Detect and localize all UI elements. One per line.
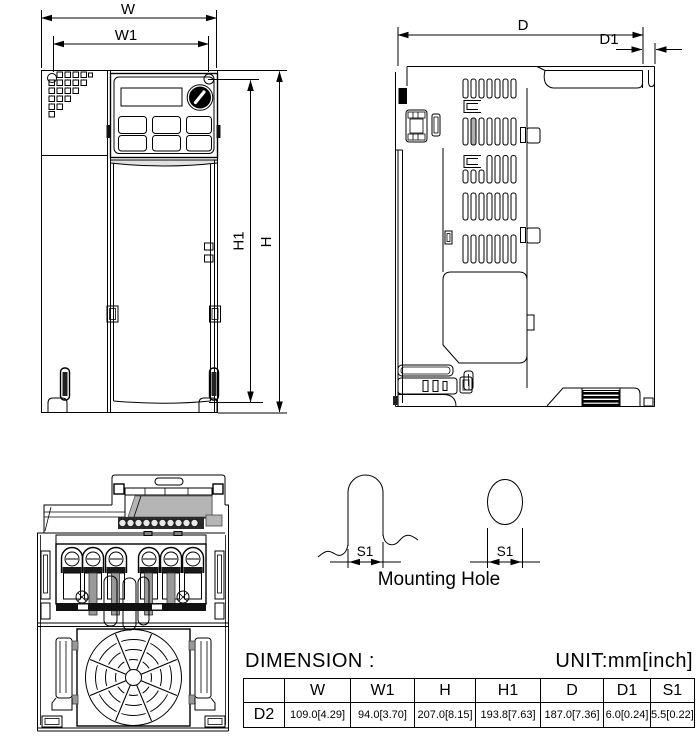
col-header-h: H — [414, 678, 476, 703]
d1-label: D1 — [599, 31, 618, 48]
door-panel — [106, 159, 221, 413]
dimension-table: W W1 H H1 D D1 S1 D2 109.0[4.29] 94.0[3.… — [243, 678, 695, 728]
w-dimension: W — [41, 1, 217, 68]
h1-dimension: H1 — [208, 79, 263, 403]
h-label: H — [258, 237, 275, 248]
col-header-w1: W1 — [350, 678, 415, 703]
s1-label-slot: S1 — [357, 544, 374, 559]
keypad-clip-right — [216, 125, 221, 138]
keypad-knob — [186, 84, 214, 111]
cell-s1: 5.5[0.22] — [650, 702, 695, 728]
fan-clip-right — [188, 637, 216, 711]
col-header-w: W — [284, 678, 351, 703]
cell-w1: 94.0[3.70] — [350, 702, 415, 728]
front-view-drawing: W W1 H H1 — [41, 1, 287, 414]
d-label: D — [518, 17, 529, 34]
din-foot — [546, 387, 654, 407]
w1-label: W1 — [115, 27, 138, 44]
keypad-display — [120, 87, 183, 107]
cell-d1: 6.0[0.24] — [603, 702, 651, 728]
terminal — [181, 546, 205, 600]
terminal-base-band — [56, 603, 206, 611]
h-dimension: H — [218, 70, 287, 414]
col-header-h1: H1 — [475, 678, 541, 703]
bottom-view-drawing — [37, 474, 229, 732]
terminal-cover-side — [393, 364, 473, 407]
h1-label: H1 — [231, 231, 248, 250]
keypad — [106, 72, 221, 159]
d-dimension: D — [397, 17, 644, 66]
w-label: W — [121, 1, 136, 18]
keypad-buttons — [118, 116, 212, 152]
w1-dimension: W1 — [53, 27, 209, 72]
s1-label-round: S1 — [497, 544, 514, 559]
keypad-clip-left — [106, 125, 111, 138]
mounting-hole-round: S1 — [470, 479, 540, 568]
cell-h: 207.0[8.15] — [414, 702, 476, 728]
back-clip — [526, 314, 535, 331]
fan-grille — [85, 629, 182, 726]
side-view-drawing: D D1 — [393, 17, 682, 407]
front-body-outline — [41, 70, 218, 413]
bottom-corner-pads — [41, 715, 226, 728]
cell-w: 109.0[4.29] — [284, 702, 351, 728]
col-header-s1: S1 — [650, 678, 695, 703]
table-row-d2: D2 109.0[4.29] 94.0[3.70] 207.0[8.15] 19… — [243, 702, 695, 728]
side-cover-panel — [442, 271, 528, 364]
mounting-hole-figure: S1 S1 Mounting Hole — [317, 474, 540, 590]
col-header-blank — [243, 678, 285, 703]
col-header-d: D — [540, 678, 604, 703]
cell-h1: 193.8[7.63] — [475, 702, 541, 728]
fan-frame — [76, 628, 191, 727]
bottom-outline — [37, 474, 229, 732]
mounting-plate — [536, 66, 655, 89]
vent-pattern — [48, 71, 93, 118]
fan-clip-left — [51, 637, 79, 711]
row-model-label: D2 — [243, 702, 285, 728]
control-terminal-strip — [118, 514, 223, 529]
dimension-title: DIMENSION : — [245, 650, 375, 672]
side-latch — [405, 109, 441, 143]
mounting-hole-slot: S1 — [317, 474, 419, 568]
unit-label: UNIT:mm[inch] — [555, 650, 693, 672]
vent-slots — [462, 78, 517, 264]
control-bay — [44, 487, 213, 519]
col-header-d1: D1 — [603, 678, 651, 703]
front-feet — [47, 367, 220, 413]
power-terminal-block — [40, 531, 225, 631]
mounting-hole-caption: Mounting Hole — [378, 569, 501, 590]
side-brackets — [40, 550, 225, 620]
d1-dimension: D1 — [599, 31, 682, 64]
fan-section — [37, 622, 229, 728]
cell-d: 187.0[7.36] — [540, 702, 604, 728]
table-header-row: W W1 H H1 D D1 S1 — [243, 678, 695, 703]
